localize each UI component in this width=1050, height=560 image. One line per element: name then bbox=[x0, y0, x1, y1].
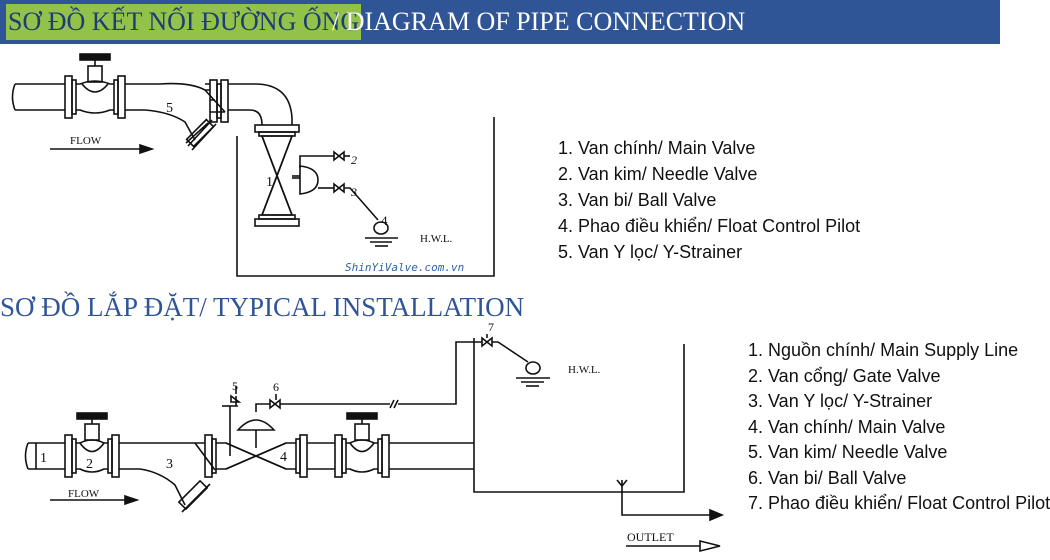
d1-num-3: 3 bbox=[350, 185, 357, 199]
title-vietnamese: SƠ ĐỒ KẾT NỐI ĐƯỜNG ỐNG bbox=[8, 7, 360, 36]
watermark: ShinYiValve.com.vn bbox=[345, 261, 464, 274]
d1-num-4: 4 bbox=[381, 213, 388, 228]
d2-outlet-label: OUTLET bbox=[627, 530, 674, 544]
legend2-item: 3. Van Y lọc/ Y-Strainer bbox=[748, 391, 933, 411]
d1-hwl-label: H.W.L. bbox=[420, 233, 453, 245]
d2-num-6: 6 bbox=[273, 380, 279, 394]
legend1-item: 1. Van chính/ Main Valve bbox=[558, 138, 756, 158]
d2-num-3: 3 bbox=[166, 457, 173, 472]
d2-num-2: 2 bbox=[86, 457, 93, 472]
section-title-installation: SƠ ĐỒ LẮP ĐẶT/ TYPICAL INSTALLATION bbox=[0, 292, 525, 322]
legend2-item: 5. Van kim/ Needle Valve bbox=[748, 442, 948, 462]
legend1-item: 5. Van Y lọc/ Y-Strainer bbox=[558, 242, 743, 262]
d2-flow-label: FLOW bbox=[68, 488, 100, 500]
d2-hwl-label: H.W.L. bbox=[568, 364, 601, 376]
d1-num-5: 5 bbox=[166, 101, 173, 116]
legend2-item: 2. Van cổng/ Gate Valve bbox=[748, 365, 941, 386]
legend-installation: 1. Nguồn chính/ Main Supply Line 2. Van … bbox=[748, 338, 1050, 517]
legend2-item: 7. Phao điều khiển/ Float Control Pilot bbox=[748, 493, 1050, 513]
legend1-item: 4. Phao điều khiển/ Float Control Pilot bbox=[558, 216, 861, 236]
d2-num-7: 7 bbox=[488, 320, 494, 334]
d2-num-4: 4 bbox=[280, 450, 287, 465]
legend2-item: 4. Van chính/ Main Valve bbox=[748, 416, 946, 437]
title-bar: SƠ ĐỒ KẾT NỐI ĐƯỜNG ỐNG / DIAGRAM OF PIP… bbox=[0, 0, 1000, 44]
legend1-item: 2. Van kim/ Needle Valve bbox=[558, 164, 758, 184]
d2-num-1: 1 bbox=[40, 451, 47, 466]
d2-num-5: 5 bbox=[232, 379, 238, 393]
legend2-item: 1. Nguồn chính/ Main Supply Line bbox=[748, 340, 1019, 360]
legend2-item: 6. Van bi/ Ball Valve bbox=[748, 467, 907, 488]
pipe-diagrams: FLOW H.W.L. 1 2 3 4 5 ShinYiValve.com.vn… bbox=[11, 53, 725, 553]
legend-pipe-connection: 1. Van chính/ Main Valve 2. Van kim/ Nee… bbox=[558, 135, 860, 265]
title-english: / DIAGRAM OF PIPE CONNECTION bbox=[332, 7, 746, 36]
d1-num-1: 1 bbox=[266, 175, 273, 190]
title-highlight: SƠ ĐỒ KẾT NỐI ĐƯỜNG ỐNG bbox=[6, 4, 362, 40]
diagram2-typical-installation bbox=[24, 334, 725, 553]
legend1-item: 3. Van bi/ Ball Valve bbox=[558, 190, 717, 210]
d1-flow-label: FLOW bbox=[70, 135, 102, 147]
d1-num-2: 2 bbox=[351, 153, 357, 167]
diagram1-pipe-connection bbox=[11, 53, 495, 277]
